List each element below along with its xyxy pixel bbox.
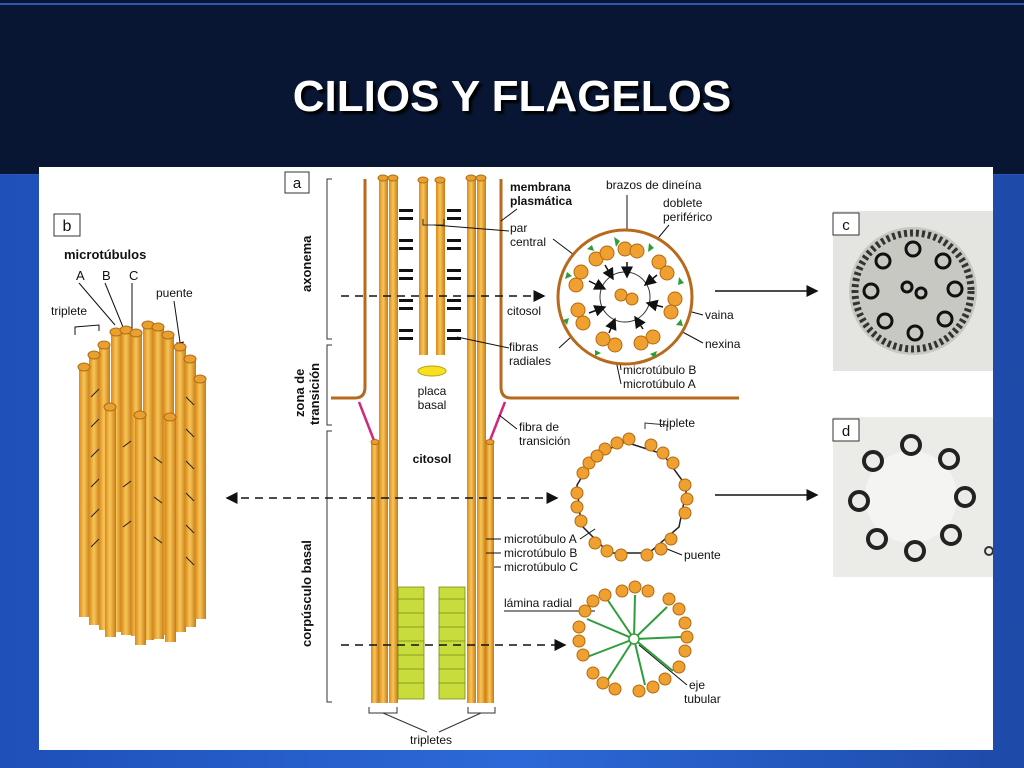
transition-fiber-right xyxy=(487,401,507,444)
side-axonema: axonema xyxy=(299,235,314,292)
label-tripletes: tripletes xyxy=(410,733,452,747)
transition-fiber-left xyxy=(357,401,377,444)
label-citosol-top: citosol xyxy=(507,304,541,318)
basal-plate xyxy=(417,365,447,377)
label-triplete-b: triplete xyxy=(51,304,87,318)
label-par-1: par xyxy=(510,221,527,235)
label-fibras-2: radiales xyxy=(509,354,551,368)
axoneme-cross-section xyxy=(556,228,694,366)
label-micro-a-lower: microtúbulo A xyxy=(504,532,577,546)
label-membrana-1: membrana xyxy=(510,180,571,194)
label-puente-a: puente xyxy=(684,548,721,562)
slide-title: CILIOS Y FLAGELOS xyxy=(292,72,732,121)
panel-a: a axonema zona de transición corpúsculo … xyxy=(225,171,819,747)
label-brazos: brazos de dineína xyxy=(606,178,702,192)
label-placa-2: basal xyxy=(418,398,447,412)
label-citosol-mid: citosol xyxy=(413,452,452,466)
cilia-diagram: b microtúbulos A B C triplete puente xyxy=(51,171,994,747)
label-micro-c-lower: microtúbulo C xyxy=(504,560,578,574)
panel-d: d xyxy=(832,417,994,577)
panel-b-frame xyxy=(53,213,81,237)
label-doblete-2: periférico xyxy=(663,210,713,224)
triplet-ring-cross-section xyxy=(570,432,694,562)
label-micro-b-lower: microtúbulo B xyxy=(504,546,577,560)
label-b: B xyxy=(102,268,111,283)
panel-c: c xyxy=(832,211,993,371)
label-micro-b: microtúbulo B xyxy=(623,363,696,377)
plasma-membrane-right xyxy=(499,179,739,400)
cartwheel-cross-section xyxy=(572,580,694,698)
label-vaina: vaina xyxy=(705,308,734,322)
header-background xyxy=(0,0,1024,175)
panel-b-letter: b xyxy=(63,218,72,235)
label-fibra-1: fibra de xyxy=(519,420,559,434)
radial-lamina-blocks xyxy=(397,586,466,700)
label-a: A xyxy=(76,268,85,283)
panel-b: b microtúbulos A B C triplete puente xyxy=(51,213,207,645)
label-membrana-2: plasmática xyxy=(510,194,572,208)
label-fibras-1: fibras xyxy=(509,340,538,354)
panel-b-title: microtúbulos xyxy=(64,247,146,262)
label-eje-2: tubular xyxy=(684,692,721,706)
panel-c-letter: c xyxy=(842,217,850,234)
panel-a-letter: a xyxy=(293,175,302,192)
header-rule-top xyxy=(0,3,1024,5)
plasma-membrane-left xyxy=(331,179,367,400)
label-c: C xyxy=(129,268,138,283)
label-placa-1: placa xyxy=(418,384,447,398)
label-nexina: nexina xyxy=(705,337,741,351)
figure-panel: b microtúbulos A B C triplete puente xyxy=(39,167,994,750)
basal-body-cylinders xyxy=(77,320,207,645)
panel-a-frame xyxy=(284,171,310,194)
axoneme-tubules xyxy=(377,174,487,417)
label-micro-a: microtúbulo A xyxy=(623,377,696,391)
label-fibra-2: transición xyxy=(519,434,570,448)
label-doblete-1: doblete xyxy=(663,196,703,210)
basal-body-tubules xyxy=(370,417,495,703)
side-zona-1: zona de xyxy=(292,369,307,417)
panel-d-letter: d xyxy=(842,423,850,440)
label-par-2: central xyxy=(510,235,546,249)
label-eje-1: eje xyxy=(689,678,705,692)
label-lamina: lámina radial xyxy=(504,596,572,610)
side-zona-2: transición xyxy=(307,363,322,425)
label-triplete-a: triplete xyxy=(659,416,695,430)
label-puente-b: puente xyxy=(156,286,193,300)
side-corpusculo: corpúsculo basal xyxy=(299,540,314,647)
